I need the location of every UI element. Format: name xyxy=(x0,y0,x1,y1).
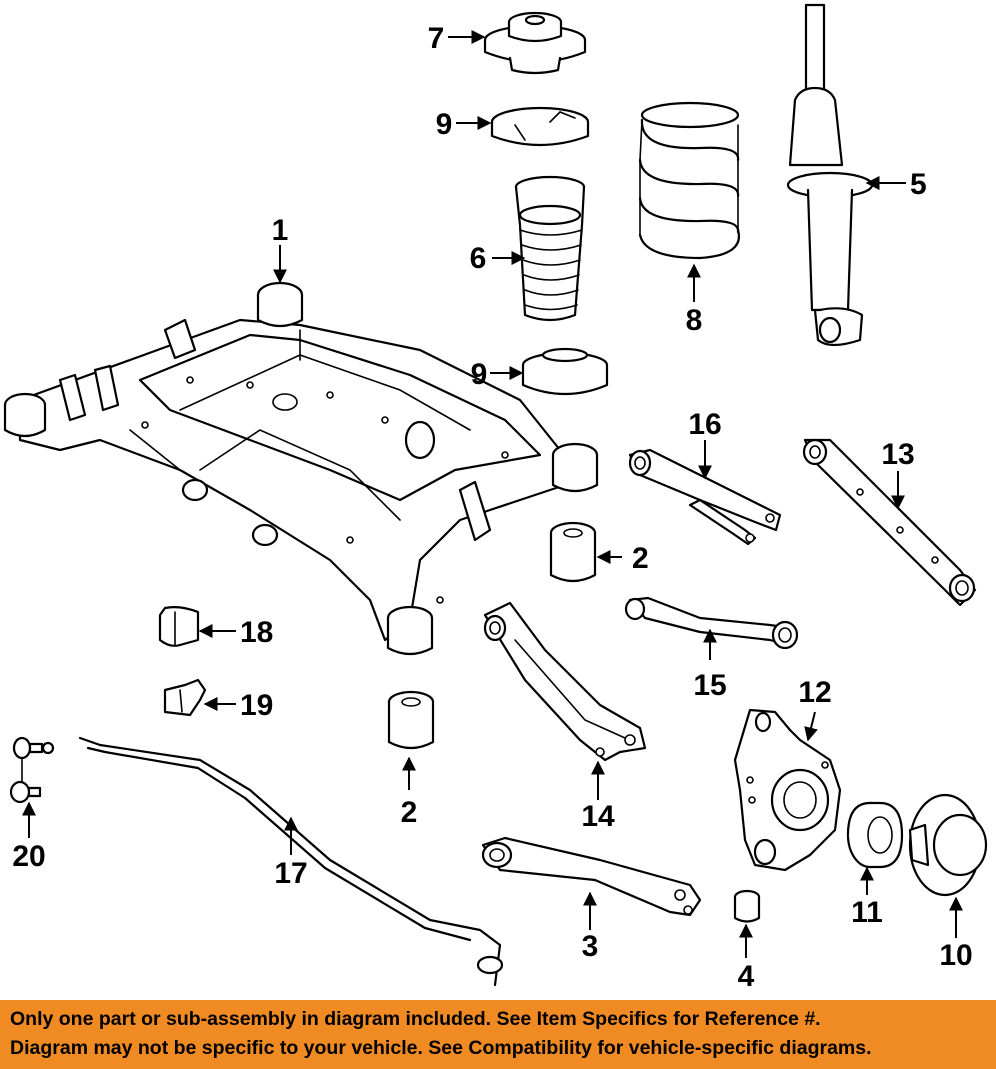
leader-arrows xyxy=(22,30,963,958)
lower-control-arm xyxy=(483,601,647,762)
coil-spring xyxy=(638,101,741,260)
callout-9-upper: 9 xyxy=(436,108,453,141)
upper-control-arm xyxy=(628,448,782,546)
wheel-hub xyxy=(908,793,988,897)
callout-9-lower: 9 xyxy=(471,358,488,391)
callout-2-upper: 2 xyxy=(632,542,649,575)
callout-18: 18 xyxy=(240,616,273,649)
lower-spring-pad xyxy=(521,347,609,396)
disclaimer-line-1: Only one part or sub-assembly in diagram… xyxy=(10,1008,821,1030)
callout-12: 12 xyxy=(798,676,831,709)
callout-19: 19 xyxy=(240,689,273,722)
callout-16: 16 xyxy=(688,408,721,441)
callout-3: 3 xyxy=(582,930,599,963)
parts-diagram: 1 2 2 3 4 5 6 7 8 9 9 10 11 12 13 14 15 … xyxy=(3,3,988,993)
callout-17: 17 xyxy=(274,857,307,890)
callout-14: 14 xyxy=(581,800,615,833)
callout-8: 8 xyxy=(686,304,703,337)
trailing-link xyxy=(802,438,977,607)
subframe-crossmember xyxy=(3,281,599,656)
upper-spring-pad xyxy=(490,106,590,147)
stabilizer-bracket xyxy=(163,678,207,717)
lower-link xyxy=(481,836,702,917)
callout-11: 11 xyxy=(851,896,883,929)
callout-5: 5 xyxy=(910,168,927,201)
callout-15: 15 xyxy=(693,669,726,702)
callout-13: 13 xyxy=(881,438,914,471)
callout-2-lower: 2 xyxy=(401,796,418,829)
knuckle-bushing xyxy=(733,889,761,923)
callout-numbers: 1 2 2 3 4 5 6 7 8 9 9 10 11 12 13 14 15 … xyxy=(12,22,972,993)
callout-10: 10 xyxy=(939,939,972,972)
disclaimer-line-2: Diagram may not be specific to your vehi… xyxy=(10,1037,872,1059)
subframe-bushing-lower xyxy=(387,690,435,750)
callout-4: 4 xyxy=(738,960,755,993)
disclaimer-banner: Only one part or sub-assembly in diagram… xyxy=(0,1000,996,1069)
stabilizer-bushing xyxy=(158,606,200,647)
subframe-bushing-upper xyxy=(549,521,597,583)
wheel-bearing xyxy=(846,801,904,869)
stabilizer-bar xyxy=(78,736,504,987)
toe-link xyxy=(624,596,799,650)
stabilizer-link xyxy=(9,736,55,804)
bump-stop-boot xyxy=(514,175,586,322)
shock-absorber xyxy=(786,3,874,347)
callout-7: 7 xyxy=(428,22,445,55)
wheel-knuckle xyxy=(733,708,842,872)
callout-20: 20 xyxy=(12,840,45,873)
callout-6: 6 xyxy=(470,242,487,275)
strut-mount xyxy=(483,11,587,75)
callout-1: 1 xyxy=(272,214,289,247)
